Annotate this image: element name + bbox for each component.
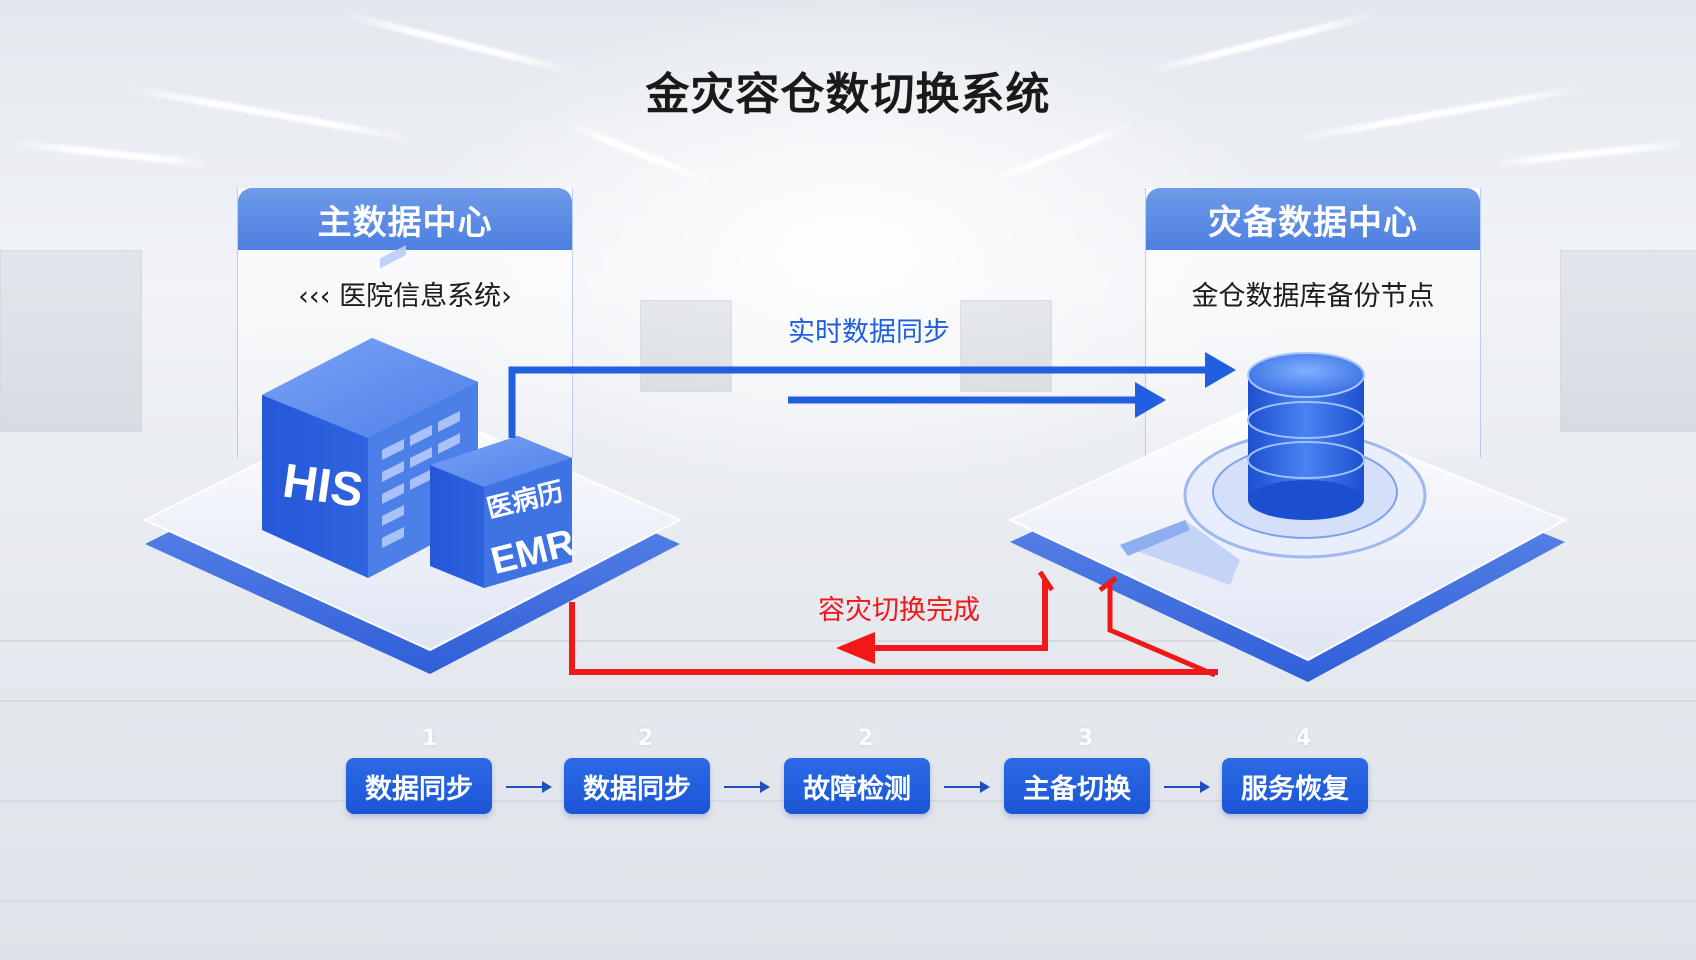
server-rack-right	[1560, 250, 1696, 432]
step-arrow	[944, 781, 990, 793]
step-2-data-sync: 数据同步	[564, 758, 710, 814]
step-4-switchover: 主备切换	[1004, 758, 1150, 814]
his-window-grid	[382, 411, 460, 548]
backup-platform	[1007, 398, 1568, 682]
step-number: 2	[858, 726, 874, 751]
floor-line	[0, 640, 1696, 642]
server-rack-center-right	[960, 300, 1052, 392]
step-arrow	[1164, 781, 1210, 793]
step-number: 1	[422, 726, 438, 751]
sync-label: 实时数据同步	[788, 317, 950, 348]
primary-datacenter-subtitle: ‹‹‹ 医院信息系统›	[298, 281, 512, 312]
step-number: 2	[638, 726, 654, 751]
step-arrow	[506, 781, 552, 793]
primary-datacenter-header: 主数据中心	[238, 188, 572, 250]
step-3-fault-detection: 故障检测	[784, 758, 930, 814]
step-number: 3	[1078, 726, 1094, 751]
server-rack-left	[0, 250, 142, 432]
floor-line	[0, 900, 1696, 902]
page-title: 金灾容仓数切换系统	[645, 69, 1051, 120]
step-1-data-sync: 数据同步	[346, 758, 492, 814]
server-rack-center-left	[640, 300, 732, 392]
sync-arrows	[508, 352, 1236, 438]
backup-datacenter-subtitle: 金仓数据库备份节点	[1191, 281, 1435, 312]
his-label: HIS	[280, 455, 367, 519]
step-5-service-recovery: 服务恢复	[1222, 758, 1368, 814]
database-icon	[1247, 352, 1365, 520]
backup-datacenter-header: 灾备数据中心	[1146, 188, 1480, 250]
step-arrow	[724, 781, 770, 793]
step-number: 4	[1296, 726, 1312, 751]
floor-line	[0, 700, 1696, 702]
failover-arrows	[569, 570, 1218, 678]
emr-building	[430, 436, 572, 588]
failover-label: 容灾切换完成	[818, 595, 980, 626]
